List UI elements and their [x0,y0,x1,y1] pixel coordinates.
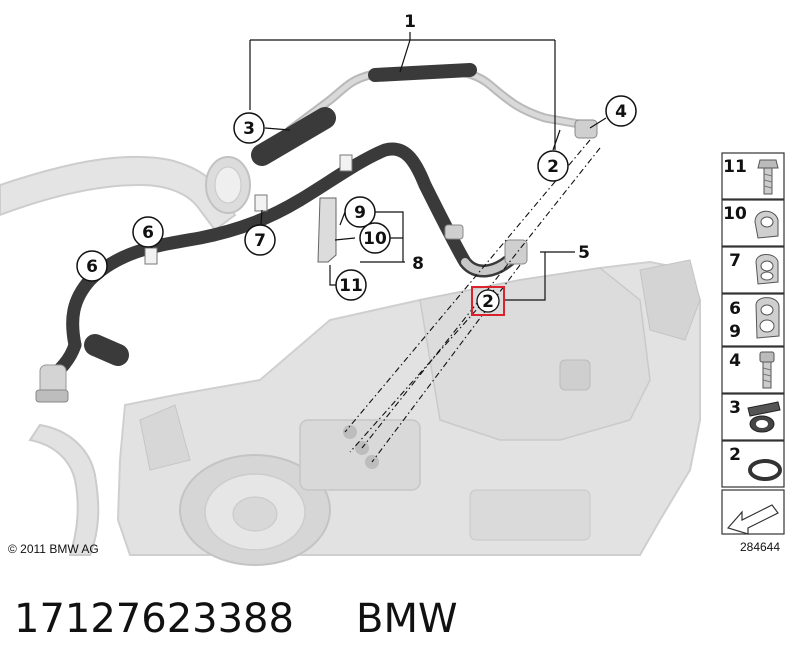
legend-item-7: 7 [721,246,785,294]
brand-name: BMW [356,596,458,642]
legend-label: 4 [729,351,741,371]
legend-label: 7 [729,251,741,271]
callout-5: 5 [578,243,590,263]
fittings [35,119,598,403]
part-number: 17127623388 [14,596,294,642]
legend-label: 6 [729,299,741,319]
legend-label: 3 [729,398,741,418]
hose-clip-icon [755,254,779,285]
legend-arrow-box [721,489,785,535]
callouts: 1 3 4 2 5 2 6 6 7 9 10 8 11 [76,12,637,316]
callout-6-upper: 6 [142,223,154,243]
legend-item-10: 10 [721,199,785,247]
legend-label: 10 [723,204,747,224]
callout-4: 4 [615,102,627,122]
copyright: © 2011 BMW AG [8,542,99,556]
legend-item-2: 2 [721,440,785,488]
legend-panel: 11 10 7 [721,152,785,554]
legend-label: 11 [723,157,747,177]
callout-9: 9 [354,203,366,223]
legend-item-4: 4 [721,346,785,394]
callout-2-highlight: 2 [482,292,494,312]
legend-item-6-9: 6 9 [721,293,785,347]
arrow-icon [726,504,779,535]
callout-2-top: 2 [547,157,559,177]
bolt-icon [757,159,779,195]
callout-7: 7 [254,231,266,251]
callout-3: 3 [243,119,255,139]
highlight-box [471,286,505,316]
screw-icon [759,351,775,389]
callout-6-lower: 6 [86,257,98,277]
callout-11: 11 [339,276,363,296]
legend-label: 2 [729,445,741,465]
pipe-clip-icon [754,210,779,239]
gearbox-housing [116,259,701,566]
air-duct [0,155,251,556]
o-ring-icon [748,459,782,481]
legend-item-3: 3 [721,393,785,441]
diagram-number: 284644 [740,540,780,554]
callout-1: 1 [404,12,416,32]
callout-8: 8 [412,254,424,274]
legend-label-2: 9 [729,322,741,342]
double-clip-icon [755,297,780,339]
bracket-clamp-icon [747,401,781,433]
legend-item-11: 11 [721,152,785,200]
callout-10: 10 [363,229,387,249]
